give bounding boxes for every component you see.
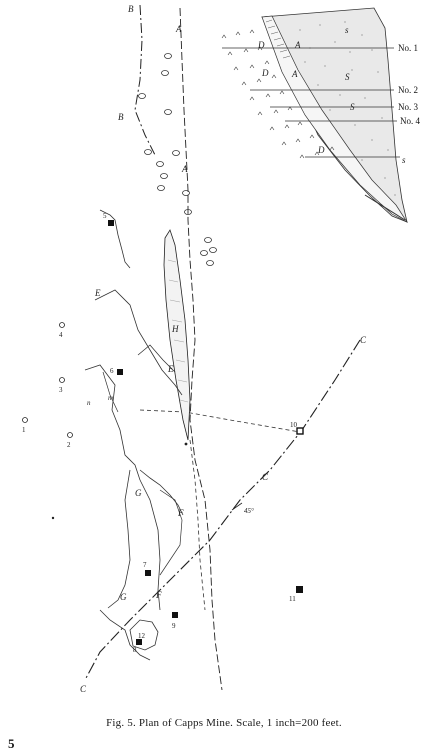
boundary-A-line: [364, 194, 406, 221]
workings-H: [163, 229, 191, 441]
shaft-11: [296, 586, 303, 593]
boring-1-number: 1: [22, 426, 26, 434]
shaft-8: [136, 639, 142, 645]
shaft-9-number: 9: [172, 622, 176, 630]
point-mark-2: [184, 442, 188, 446]
boring-2-number: 2: [67, 441, 71, 449]
dashed-line-lower: [189, 439, 206, 611]
boring-1: [22, 417, 28, 423]
label-C-mid: C: [262, 472, 269, 482]
label-D-upper: D: [257, 40, 265, 50]
label-A1: A: [294, 40, 301, 50]
shaft-5-number: 5: [103, 212, 107, 220]
label-n: n: [87, 399, 91, 407]
level-no-3: No. 3: [398, 102, 418, 112]
boring-3: [59, 377, 65, 383]
stipple-pattern: [299, 21, 396, 196]
point-mark: [51, 516, 55, 520]
shaft-6: [117, 369, 123, 375]
label-S-upper: S: [345, 72, 350, 82]
level-no-1: No. 1: [398, 43, 418, 53]
dip-arrow: [231, 502, 243, 511]
drift-F: [159, 489, 183, 576]
label-G-top: G: [135, 488, 142, 498]
drift-G-outer: [107, 469, 131, 609]
page-number: 5: [8, 736, 15, 751]
cross-section-inset: s D A S D A S D s No. 1 No. 2 No. 3 No. …: [221, 7, 420, 223]
label-s: s: [345, 25, 349, 35]
label-s-low: s: [402, 155, 406, 165]
drift-G-inner: [139, 479, 161, 611]
shaft-12-number: 12: [138, 632, 146, 640]
drift-5: [99, 209, 131, 269]
drift-n: [84, 364, 141, 481]
workings-12: [129, 619, 159, 651]
drift-m: [102, 371, 119, 413]
shaft-5: [108, 220, 114, 226]
label-A-top: A: [175, 24, 182, 34]
label-D-mid: D: [261, 68, 269, 78]
drift-to-F: [139, 469, 184, 516]
shaft-10: [296, 427, 304, 435]
plan-drawing: [22, 4, 361, 691]
label-A2: A: [291, 69, 298, 79]
shaft-9: [172, 612, 178, 618]
boring-4-number: 4: [59, 331, 63, 339]
label-S-lower: S: [350, 102, 355, 112]
prospect-pits: [138, 53, 217, 266]
label-F-low: F: [155, 590, 162, 600]
line-C: [84, 339, 361, 681]
level-no-2: No. 2: [398, 85, 418, 95]
label-C-right: C: [360, 335, 367, 345]
label-D-low: D: [317, 145, 325, 155]
drift-lower: [99, 609, 151, 661]
borings: [22, 322, 73, 438]
dashed-line-upper: [139, 409, 301, 433]
label-C-bottom: C: [80, 684, 87, 694]
shaft-6-number: 6: [110, 367, 114, 375]
vein-hatching: [265, 19, 291, 59]
boring-2: [67, 432, 73, 438]
level-no-4: No. 4: [400, 116, 420, 126]
shafts: [108, 220, 304, 645]
label-H: H: [171, 324, 179, 334]
label-m: m: [108, 394, 113, 402]
boring-3-number: 3: [59, 386, 63, 394]
drift-E-upper: [94, 289, 183, 396]
drift-E-branch: [137, 344, 176, 373]
shaft-7-number: 7: [143, 561, 147, 569]
label-G-low: G: [120, 592, 127, 602]
label-E-mid: E: [167, 364, 174, 374]
shaft-8-number: 8: [133, 646, 137, 654]
figure-caption: Fig. 5. Plan of Capps Mine. Scale, 1 inc…: [106, 717, 342, 729]
workings-H-hatching: [167, 259, 189, 403]
line-A: [179, 7, 223, 691]
label-A-mid: A: [181, 164, 188, 174]
level-lines: [222, 47, 400, 158]
boring-4: [59, 322, 65, 328]
line-B: [134, 4, 156, 156]
label-B-mid: B: [118, 112, 124, 122]
shaft-11-number: 11: [289, 595, 296, 603]
label-B-top: B: [128, 4, 134, 14]
country-rock-marks: [221, 29, 335, 159]
shaft-10-number: 10: [290, 421, 298, 429]
shaft-7: [145, 570, 151, 576]
label-dip: 45°: [244, 507, 254, 515]
label-E-top: E: [94, 288, 101, 298]
label-F-top: F: [177, 508, 184, 518]
